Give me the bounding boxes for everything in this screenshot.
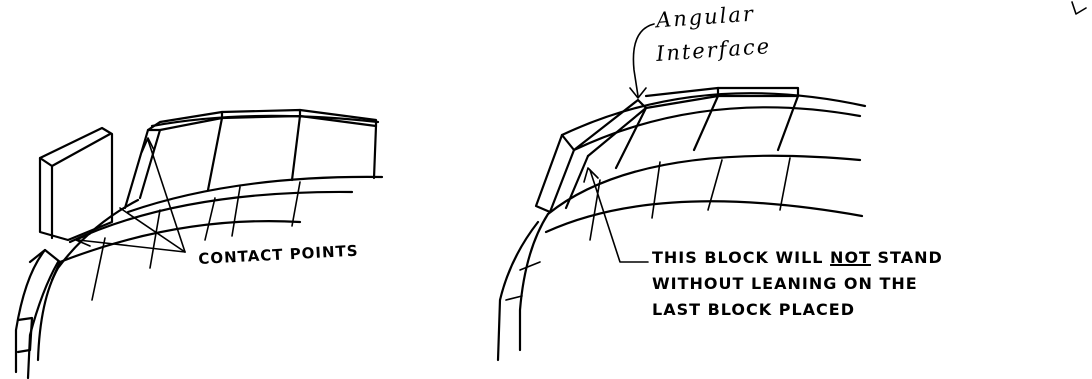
- left-course-joint-4: [232, 187, 240, 236]
- block-note-line1: THIS BLOCK WILL NOT STAND: [652, 250, 943, 266]
- right-course-joint-3: [708, 160, 722, 210]
- left-tilting-block-edge: [40, 134, 110, 238]
- right-top-block-c-face: [778, 96, 798, 150]
- left-top-block-c-face: [374, 126, 376, 178]
- right-course-joint-4: [780, 158, 790, 210]
- left-course-joint-3: [205, 198, 215, 240]
- right-course-joint-2: [652, 162, 660, 218]
- left-course-joint-5: [292, 182, 300, 226]
- right-ring-top-edge: [562, 93, 865, 135]
- right-course-joint-1: [590, 180, 600, 240]
- block-note-line3: LAST BLOCK PLACED: [652, 302, 855, 318]
- angular-interface-leader: [633, 24, 654, 96]
- block-note-line2: WITHOUT LEANING ON THE: [652, 276, 918, 292]
- left-course-joint-2: [150, 210, 160, 268]
- right-lower-joint-1: [520, 262, 540, 270]
- left-outer-curve: [16, 250, 45, 372]
- block-note-emphasis: NOT: [830, 248, 871, 267]
- left-top-block-a-face: [125, 130, 160, 208]
- left-top-block-b: [222, 110, 300, 118]
- right-outer-curve: [498, 222, 538, 360]
- block-note-line1-part1: THIS BLOCK WILL: [652, 248, 830, 267]
- right-inner-curve: [520, 214, 548, 350]
- block-note-line1-part2: STAND: [871, 248, 943, 267]
- left-low-block-2: [18, 318, 32, 352]
- corner-arrow-mark: [1072, 2, 1086, 14]
- right-lower-joint-2: [506, 296, 522, 300]
- left-top-block-b-face: [208, 116, 300, 190]
- right-top-block-b-face: [694, 96, 718, 150]
